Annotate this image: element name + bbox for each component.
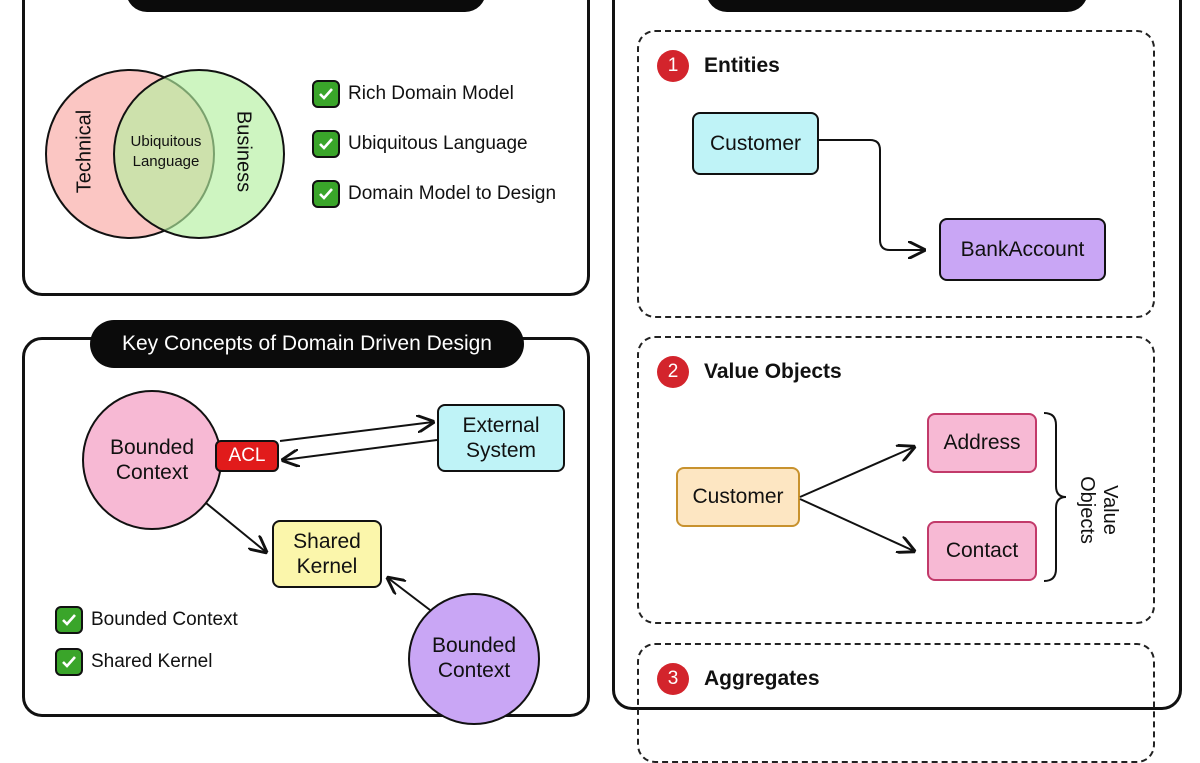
entities-section [637,30,1155,318]
entities-number-badge: 1 [657,50,689,82]
arrow-external-to-acl [283,439,438,460]
checklist-item-label: Bounded Context [91,609,238,630]
arrow-bc2-to-kernel [388,578,431,611]
entities-title: Entities [704,54,780,77]
checklist-item-rich-domain-model: Rich Domain Model [312,80,514,108]
venn-label-ubiquitous-language: Ubiquitous Language [130,133,202,171]
value-objects-title: Value Objects [704,360,842,383]
checklist-item-shared-kernel: Shared Kernel [55,648,212,676]
bounded-context-circle: Bounded Context [82,390,222,530]
overview-title-pill [126,0,486,12]
entity-customer-box: Customer [692,112,819,175]
arrow-acl-to-external [279,422,433,442]
check-icon [312,130,340,158]
check-icon [312,180,340,208]
value-objects-brace [1043,412,1067,582]
checklist-item-bounded-context: Bounded Context [55,606,238,634]
entity-bankaccount-box: BankAccount [939,218,1106,281]
checklist-item-label: Domain Model to Design [348,183,557,204]
acl-box: ACL [215,440,279,472]
checklist-item-ubiquitous-language: Ubiquitous Language [312,130,528,158]
checklist-item-label: Ubiquitous Language [348,133,528,154]
external-system-box: External System [437,404,565,472]
checklist-item-label: Shared Kernel [91,651,213,672]
vo-address-box: Address [927,413,1037,473]
checklist-item-domain-model-to-design: Domain Model to Design [312,180,556,208]
vo-customer-box: Customer [676,467,800,527]
connector-arrows [205,139,1067,611]
vo-contact-box: Contact [927,521,1037,581]
checklist-item-label: Rich Domain Model [348,83,514,104]
venn-circle-business [113,69,285,239]
key-concepts-title: Key Concepts of Domain Driven Design [90,320,524,368]
value-objects-number-badge: 2 [657,356,689,388]
shared-kernel-box: Shared Kernel [272,520,382,588]
arrow-customer-to-contact [799,498,914,551]
arrow-customer-to-address [799,447,914,498]
building-blocks-title-pill [706,0,1088,12]
value-objects-section [637,336,1155,624]
arrow-customer-to-bankaccount [819,139,924,250]
check-icon [55,606,83,634]
check-icon [312,80,340,108]
arrow-bc-to-kernel [205,502,266,552]
